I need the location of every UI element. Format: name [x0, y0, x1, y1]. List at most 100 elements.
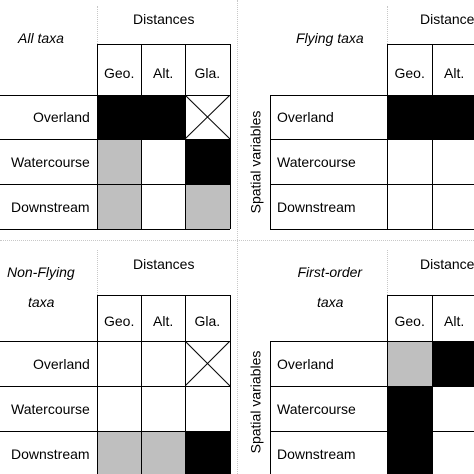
matrix-cell [432, 184, 474, 229]
matrix-cell [185, 341, 230, 386]
grid-line-vertical [185, 295, 186, 474]
grid-line-horizontal [0, 139, 230, 140]
grid-line-horizontal [0, 95, 230, 96]
grid-line-horizontal [387, 44, 474, 45]
panel-title: All taxa [18, 30, 64, 46]
matrix-cell [387, 95, 432, 139]
column-header: Geo. [104, 313, 135, 329]
matrix-cell [432, 431, 474, 474]
matrix-cell [432, 139, 474, 184]
row-label: Overland [277, 355, 334, 372]
matrix-cell [185, 184, 230, 229]
matrix-cell [432, 95, 474, 139]
panel-title: Non-Flying [7, 264, 75, 280]
grid-line-vertical [185, 44, 186, 229]
not-applicable-cross-icon [185, 95, 230, 139]
matrix-cell [141, 341, 185, 386]
grid-line-horizontal [270, 229, 474, 230]
row-label: Downstream [277, 198, 356, 215]
column-header: Gla. [194, 64, 221, 81]
matrix-cell [387, 184, 432, 229]
grid-line-vertical [230, 295, 231, 474]
grid-line-horizontal [270, 184, 474, 185]
column-header: Geo. [104, 64, 135, 81]
row-label: Watercourse [277, 400, 356, 417]
distances-header: Distances [420, 256, 474, 272]
matrix-cell [387, 139, 432, 184]
panel-title: Flying taxa [296, 30, 364, 46]
row-label: Overland [277, 109, 334, 125]
matrix-cell [97, 386, 141, 431]
column-header: Alt. [153, 64, 174, 81]
matrix-cell [141, 184, 185, 229]
grid-line-horizontal [270, 341, 474, 342]
matrix-cell [97, 341, 141, 386]
column-header: Alt. [444, 313, 465, 329]
grid-line-vertical [230, 44, 231, 229]
panel-separator-vertical [237, 0, 238, 474]
row-label: Downstream [11, 445, 90, 462]
matrix-cell [97, 431, 141, 474]
grid-line-vertical [270, 95, 271, 229]
row-label: Watercourse [277, 153, 356, 170]
matrix-cell [141, 139, 185, 184]
matrix-cell [97, 139, 141, 184]
matrix-cell [141, 95, 185, 139]
matrix-cell [97, 184, 141, 229]
grid-line-horizontal [0, 431, 230, 432]
grid-line-vertical [270, 341, 271, 474]
row-label: Overland [33, 355, 90, 372]
distances-header: Distances [133, 11, 195, 27]
not-applicable-cross-icon [185, 341, 230, 386]
grid-line-horizontal [270, 386, 474, 387]
grid-line-horizontal [270, 95, 474, 96]
grid-line-vertical [97, 44, 98, 229]
column-header: Gla. [194, 313, 221, 329]
grid-line-horizontal [387, 295, 474, 296]
grid-line-horizontal [0, 184, 230, 185]
matrix-cell [387, 431, 432, 474]
grid-line-horizontal [0, 229, 230, 230]
grid-line-vertical [141, 295, 142, 474]
matrix-cell [141, 431, 185, 474]
matrix-cell [141, 386, 185, 431]
column-header: Geo. [394, 64, 425, 81]
header-guide-line [97, 6, 98, 44]
matrix-cell [185, 95, 230, 139]
grid-line-vertical [387, 44, 388, 229]
row-label: Downstream [277, 445, 356, 462]
header-guide-line [387, 6, 388, 44]
column-header: Alt. [444, 64, 465, 81]
column-header: Geo. [394, 313, 425, 329]
matrix-cell [432, 386, 474, 431]
row-label: Watercourse [11, 400, 90, 417]
grid-line-horizontal [270, 139, 474, 140]
grid-line-vertical [387, 295, 388, 474]
matrix-cell [432, 341, 474, 386]
panel-title: taxa [28, 294, 55, 310]
row-label: Watercourse [11, 153, 90, 170]
grid-line-horizontal [97, 44, 230, 45]
row-label: Overland [33, 109, 90, 125]
panel-title: First-order [297, 264, 363, 280]
grid-line-horizontal [0, 386, 230, 387]
header-guide-line [387, 250, 388, 295]
grid-line-vertical [97, 295, 98, 474]
matrix-cell [387, 341, 432, 386]
matrix-cell [185, 431, 230, 474]
grid-line-horizontal [0, 341, 230, 342]
panel-title: taxa [317, 294, 344, 310]
matrix-cell [185, 386, 230, 431]
distances-header: Distances [133, 256, 195, 272]
grid-line-horizontal [270, 431, 474, 432]
grid-line-vertical [432, 295, 433, 474]
spatial-variables-label: Spatial variables [246, 350, 263, 454]
header-guide-line [97, 250, 98, 295]
row-label: Downstream [11, 198, 90, 215]
matrix-cell [185, 139, 230, 184]
column-header: Alt. [153, 313, 174, 329]
matrix-cell [387, 386, 432, 431]
distances-header: Distances [420, 11, 474, 27]
grid-line-vertical [141, 44, 142, 229]
